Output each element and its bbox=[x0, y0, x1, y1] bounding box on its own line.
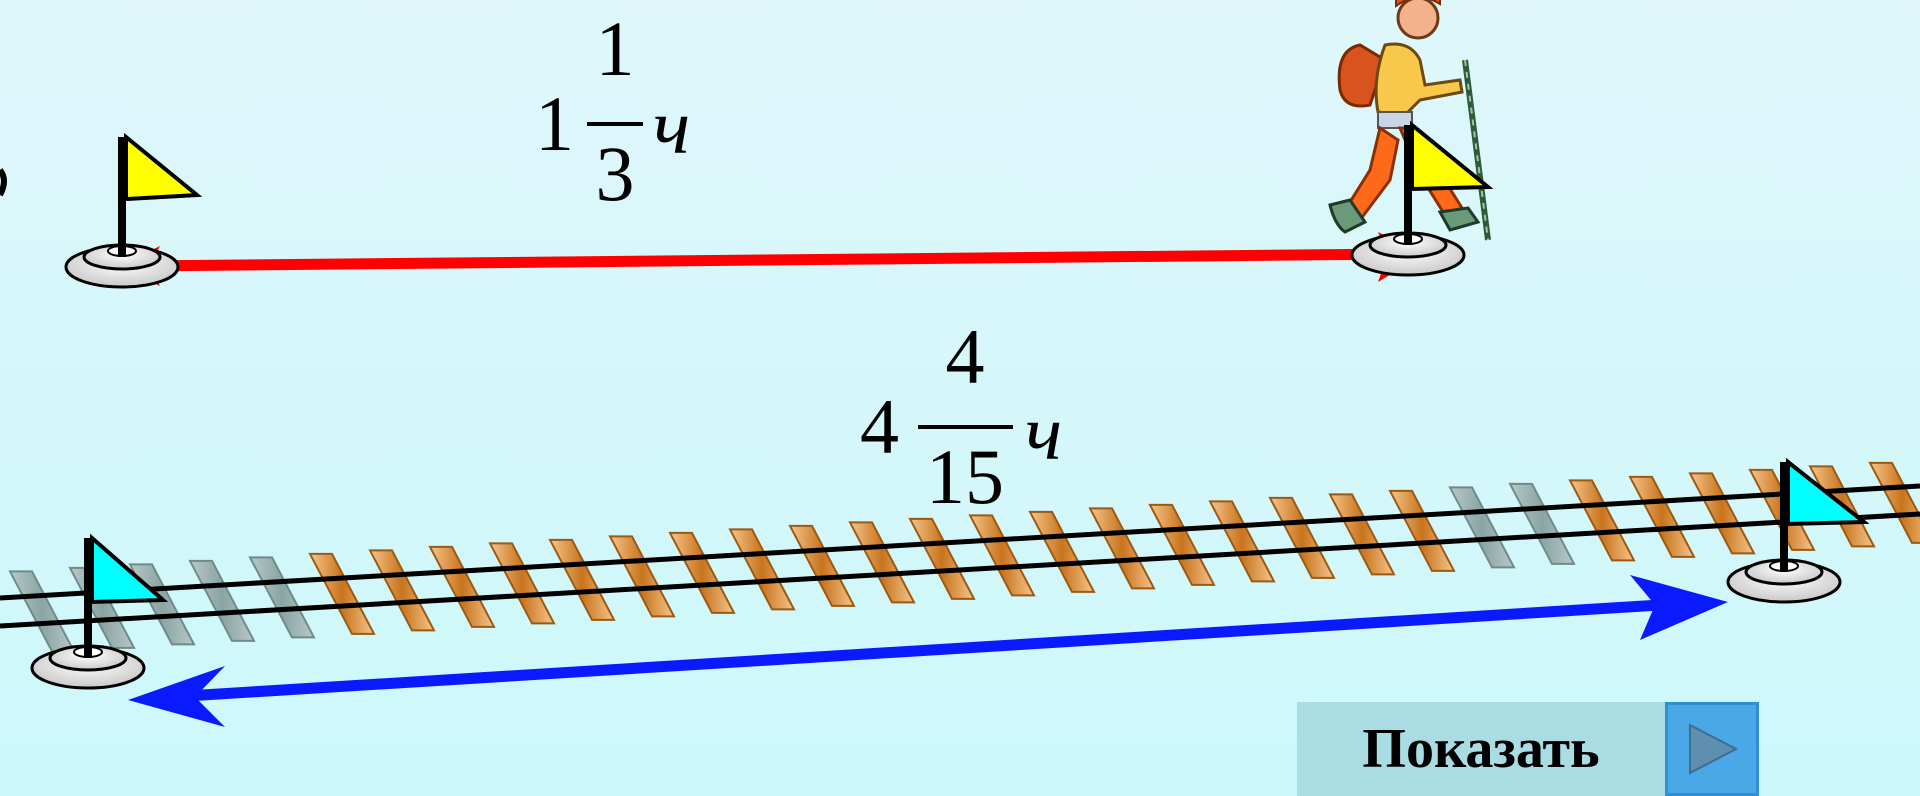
walk-segment bbox=[64, 132, 1425, 289]
rail-sleeper bbox=[548, 538, 616, 621]
flag-cyan-left bbox=[30, 533, 169, 690]
walk-time-denominator: 3 bbox=[595, 130, 635, 217]
train-time-unit: ч bbox=[1025, 389, 1063, 476]
rail-sleeper bbox=[248, 556, 316, 639]
show-button-label: Показать bbox=[1297, 702, 1665, 796]
rail-sleeper bbox=[8, 570, 76, 653]
rail-sleeper bbox=[428, 545, 496, 628]
show-button[interactable]: Показать bbox=[1297, 702, 1759, 796]
train-time-denominator: 15 bbox=[926, 433, 1004, 520]
railway-track bbox=[0, 461, 1920, 653]
rail-sleeper bbox=[1208, 500, 1276, 583]
rail-sleeper bbox=[488, 542, 556, 625]
rail-sleeper bbox=[1688, 472, 1756, 555]
rail-sleeper bbox=[1088, 507, 1156, 590]
rail-sleeper bbox=[668, 531, 736, 614]
train-time: 4 4 15 ч bbox=[860, 318, 1090, 538]
flag-yellow-left bbox=[64, 132, 203, 289]
train-time-bar bbox=[918, 425, 1013, 429]
rail-sleeper bbox=[1268, 496, 1336, 579]
train-time-numerator: 4 bbox=[945, 313, 985, 400]
rail-sleeper bbox=[188, 559, 256, 642]
train-line bbox=[169, 599, 1661, 703]
rail-sleeper bbox=[1388, 489, 1456, 572]
train-time-whole: 4 bbox=[860, 383, 899, 470]
walk-time-unit: ч bbox=[653, 83, 691, 170]
rail-sleeper bbox=[128, 563, 196, 646]
rail-sleeper bbox=[1568, 479, 1636, 562]
train-arrow-right bbox=[1630, 575, 1728, 640]
walk-time-whole: 1 bbox=[535, 80, 574, 167]
rail-sleeper bbox=[1448, 486, 1516, 569]
rail-sleeper bbox=[308, 552, 376, 635]
train-arrow-left bbox=[128, 666, 225, 727]
flag-cyan-right bbox=[1726, 457, 1870, 604]
rail-sleeper bbox=[1328, 493, 1396, 576]
rail-sleeper bbox=[728, 528, 796, 611]
rail-sleeper bbox=[608, 535, 676, 618]
rail-sleeper bbox=[1628, 475, 1696, 558]
rail-top bbox=[0, 483, 1920, 601]
rail-sleeper bbox=[788, 524, 856, 607]
train-segment bbox=[128, 575, 1728, 727]
rail-sleeper bbox=[1868, 461, 1920, 544]
rail-sleeper bbox=[1508, 482, 1576, 565]
flag-yellow-right bbox=[1350, 120, 1494, 277]
rail-sleeper bbox=[368, 549, 436, 632]
rail-sleeper bbox=[1148, 503, 1216, 586]
rail-bottom bbox=[0, 511, 1920, 629]
walk-time: 1 1 3 ч bbox=[535, 10, 715, 240]
play-triangle-icon bbox=[1665, 702, 1759, 796]
walk-time-bar bbox=[587, 122, 643, 126]
edge-mark bbox=[0, 168, 7, 197]
walk-line bbox=[134, 248, 1401, 272]
walk-time-numerator: 1 bbox=[595, 5, 635, 92]
